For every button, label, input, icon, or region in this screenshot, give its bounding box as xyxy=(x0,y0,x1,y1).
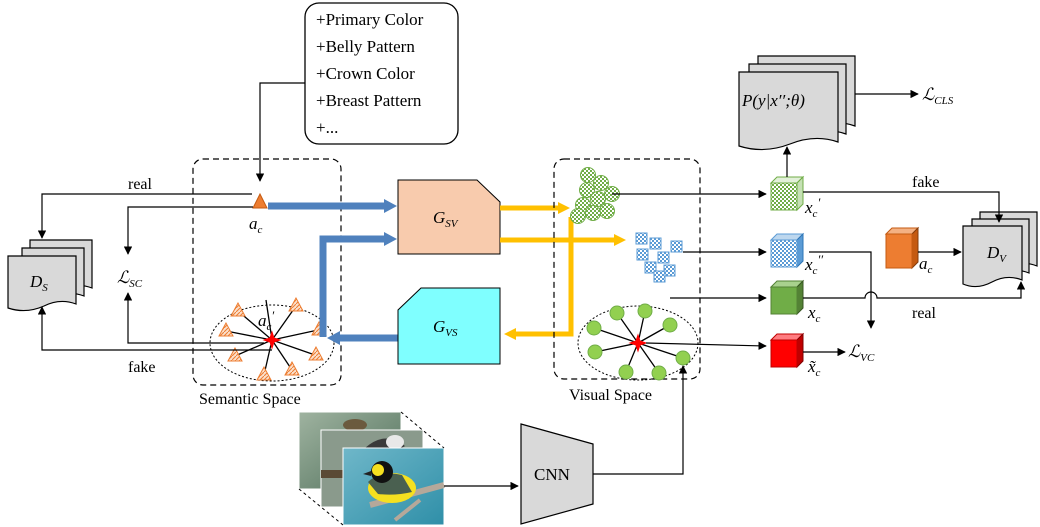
ac-to-lsc-arrow xyxy=(123,206,253,255)
real-right-label: real xyxy=(912,305,937,322)
visual-cluster xyxy=(577,303,699,381)
attr-item-3: +Breast Pattern xyxy=(316,91,422,110)
yellow-arrowhead-3 xyxy=(504,328,516,340)
xc-prime-label: xc′ xyxy=(804,195,820,220)
attribute-box: +Primary Color +Belly Pattern +Crown Col… xyxy=(304,2,459,145)
real-left-arrow xyxy=(37,193,252,239)
ac-prime-label: ac′ xyxy=(258,308,274,333)
blue-feature-cluster xyxy=(635,232,683,283)
attr-to-ac-arrow xyxy=(255,82,305,182)
gsv-generator: GSV xyxy=(397,179,501,255)
yellow-arrowhead-2 xyxy=(614,234,626,246)
cnn-label: CNN xyxy=(534,465,570,484)
semantic-space-label: Semantic Space xyxy=(199,391,301,408)
xc-tilde-label: x̃c xyxy=(807,357,821,379)
real-left-label: real xyxy=(128,176,153,193)
ac-right-cube xyxy=(884,226,920,270)
xc-dprime-label: xc′′ xyxy=(804,252,823,277)
input-images xyxy=(298,411,445,526)
prob-label: P(y|x′′;θ) xyxy=(741,91,805,110)
center-to-xct-arrow xyxy=(645,341,767,351)
xc-cube xyxy=(769,279,805,316)
semantic-cluster xyxy=(209,296,335,382)
yellow-arrowhead-1 xyxy=(558,202,570,214)
ds-label: DS xyxy=(29,272,48,294)
fake-right-label: fake xyxy=(912,174,940,191)
visual-space-label: Visual Space xyxy=(569,387,652,404)
dv-discriminator: DV xyxy=(962,211,1038,288)
attr-item-2: +Crown Color xyxy=(316,64,415,83)
blue-arrowhead-1 xyxy=(384,199,397,213)
blue-arrowhead-3 xyxy=(327,331,340,345)
semantic-space-box xyxy=(192,158,342,386)
green-feature-cluster xyxy=(570,167,620,224)
xcpp-to-lvc-arrow xyxy=(809,251,876,329)
gvs-generator: GVS xyxy=(397,287,501,365)
blue-arrow-acp-gsv xyxy=(319,235,384,337)
xc-dprime-cube xyxy=(769,232,805,269)
gvs-label: GVS xyxy=(433,317,458,339)
attr-item-4: +... xyxy=(316,118,338,137)
attr-item-1: +Belly Pattern xyxy=(316,37,415,56)
blue-arrowhead-2 xyxy=(384,232,397,246)
ac-right-label: ac xyxy=(919,254,933,276)
lsc-label: ℒSC xyxy=(117,268,143,290)
xc-tilde-cube xyxy=(769,332,805,369)
ac-label: ac xyxy=(249,214,263,236)
yellow-arrow-visual-gvs xyxy=(514,217,574,337)
classifier-prob: P(y|x′′;θ) xyxy=(738,55,856,151)
real-right-arrow xyxy=(803,281,1026,299)
fake-right-arrow xyxy=(803,191,1004,223)
dv-label: DV xyxy=(986,243,1007,265)
gsv-label: GSV xyxy=(433,208,459,230)
ds-discriminator: DS xyxy=(7,239,93,312)
lcls-label: ℒCLS xyxy=(922,85,954,107)
xc-label: xc xyxy=(807,303,821,325)
visual-space-box xyxy=(553,158,701,380)
cnn-module: CNN xyxy=(520,423,594,525)
xc-prime-cube xyxy=(769,175,805,212)
cnn-to-visual-arrow xyxy=(593,365,688,475)
acp-to-lsc-arrow xyxy=(123,292,264,344)
lvc-label: ℒVC xyxy=(848,342,875,364)
ac-triangle-icon xyxy=(252,192,268,209)
fake-left-label: fake xyxy=(128,359,156,376)
fake-left-arrow xyxy=(37,306,272,351)
attr-item-0: +Primary Color xyxy=(316,10,424,29)
